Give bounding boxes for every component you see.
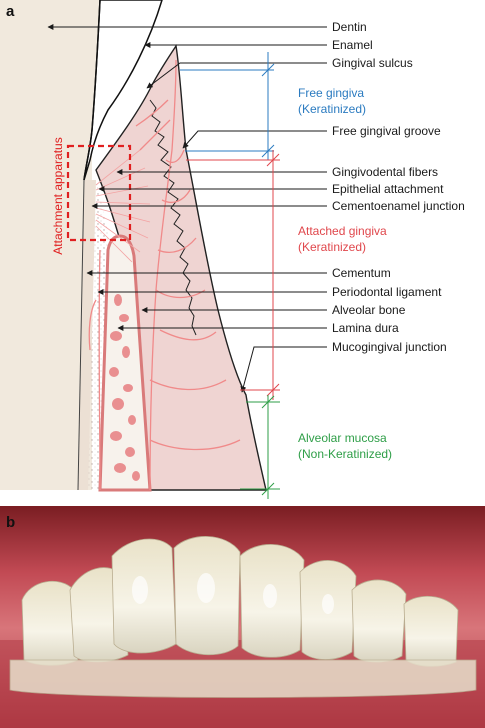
label-mucogingival-junction: Mucogingival junction [332,340,447,354]
tooth-premolar-right [351,579,407,663]
panel-a-letter: a [6,3,15,20]
free-gingiva-bracket [180,52,275,160]
label-free-gingival-groove: Free gingival groove [332,124,441,138]
tooth-lateral-left [21,581,79,666]
label-free-gingiva: Free gingiva [298,86,364,100]
bone-marrow-spaces [109,294,140,481]
arrow-icon [240,346,327,393]
label-free-gingiva-sub: (Keratinized) [298,102,366,116]
label-attached-gingiva-sub: (Keratinized) [298,240,366,254]
root-outline [77,179,85,491]
attached-gingiva-bracket [186,150,280,400]
label-gingival-sulcus: Gingival sulcus [332,56,413,70]
panel-b: b [0,506,485,728]
label-alveolar-mucosa-sub: (Non-Keratinized) [298,447,392,461]
label-lamina-dura: Lamina dura [332,321,399,335]
label-cementoenamel-junction: Cementoenamel junction [332,199,465,213]
photo-teeth [9,536,477,698]
attachment-apparatus-label: Attachment apparatus [51,137,65,254]
tooth-lower-row [9,659,477,698]
label-epithelial-attachment: Epithelial attachment [332,182,444,196]
label-enamel: Enamel [332,38,373,52]
label-attached-gingiva: Attached gingiva [298,224,387,238]
label-alveolar-bone: Alveolar bone [332,303,406,317]
alveolar-bone-shape [98,234,152,492]
attachment-apparatus-box [66,144,132,242]
photo-tooth-highlights [132,573,334,614]
alveolar-mucosa-bracket [240,395,280,499]
leader-lines [47,24,327,393]
tooth-dentin-shape [0,0,100,490]
label-gingivodental-fibers: Gingivodental fibers [332,165,438,179]
panel-b-letter: b [6,514,15,531]
panel-a: Attachment apparatus a [0,0,465,499]
label-dentin: Dentin [332,20,367,34]
label-cementum: Cementum [332,266,391,280]
tooth-molar-right [403,595,459,667]
label-periodontal-ligament: Periodontal ligament [332,285,442,299]
arrow-icon [146,62,327,89]
epithelium-line [149,99,197,336]
arrow-icon [182,130,327,149]
label-alveolar-mucosa: Alveolar mucosa [298,431,387,445]
tooth-outline [83,0,101,181]
blood-vessels [88,59,241,491]
